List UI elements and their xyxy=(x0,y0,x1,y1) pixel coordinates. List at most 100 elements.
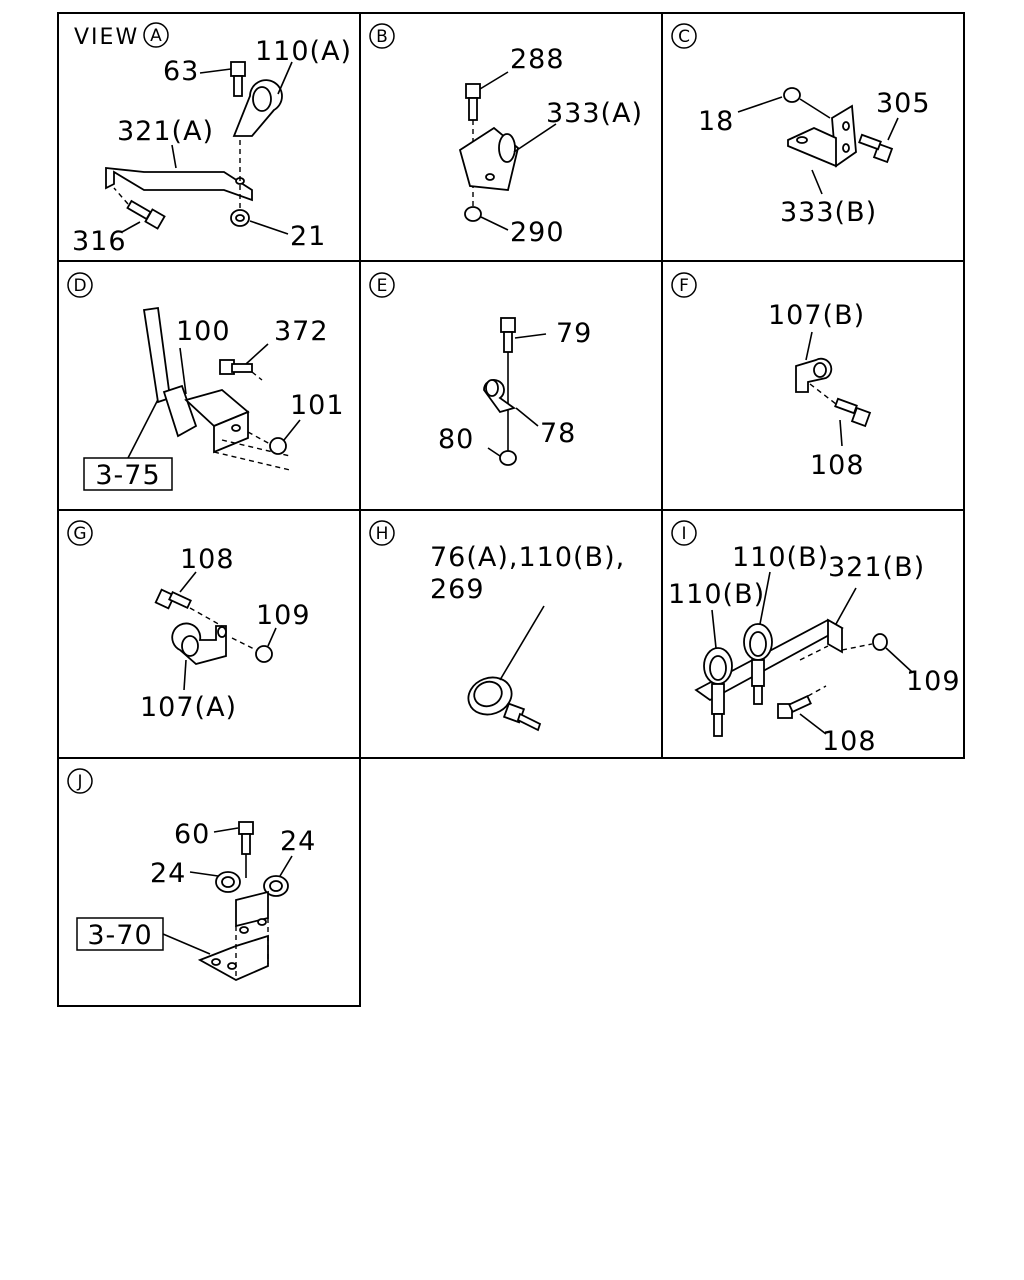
nut-21-icon xyxy=(230,209,289,235)
callout-24-right: 24 xyxy=(280,826,316,857)
callout-79: 79 xyxy=(556,318,592,349)
callout-107b: 107(B) xyxy=(768,300,865,331)
ref-3-75: 3-75 xyxy=(95,460,160,491)
callout-78: 78 xyxy=(540,418,576,449)
callout-290: 290 xyxy=(510,217,565,248)
panel-f: F 107(B) 108 xyxy=(671,272,872,481)
bolt-372-icon xyxy=(219,343,269,381)
callout-321a: 321(A) xyxy=(117,116,214,147)
panel-g-letter-badge: G xyxy=(67,520,93,546)
view-label: VIEW xyxy=(74,25,139,50)
callout-108-g: 108 xyxy=(180,544,235,575)
callout-109-g: 109 xyxy=(256,600,311,631)
callout-18: 18 xyxy=(698,106,734,137)
clip-110a-icon xyxy=(232,61,293,137)
callout-372: 372 xyxy=(274,316,329,347)
panel-i-letter: I xyxy=(681,524,686,544)
panel-g: G 108 109 107(A) xyxy=(67,520,311,723)
callout-269: 269 xyxy=(430,574,485,605)
panel-a-letter: A xyxy=(150,26,162,46)
panel-c-letter: C xyxy=(678,27,690,47)
panel-c: C 18 305 333(B) xyxy=(671,23,931,228)
clip-24-left-icon xyxy=(189,871,241,893)
callout-107a: 107(A) xyxy=(140,692,237,723)
bracket-333b-icon xyxy=(787,104,857,195)
bracket-321a-icon xyxy=(105,140,253,210)
nut-290-icon xyxy=(464,206,509,231)
clip-110b-right-icon xyxy=(743,571,773,705)
callout-333b: 333(B) xyxy=(780,197,877,228)
ref-3-70: 3-70 xyxy=(87,920,152,951)
callout-110b-lower: 110(B) xyxy=(668,579,765,610)
callout-76a-110b: 76(A),110(B), xyxy=(430,542,625,573)
panel-d-letter: D xyxy=(73,276,86,296)
panel-c-letter-badge: C xyxy=(671,23,697,49)
callout-101: 101 xyxy=(290,390,345,421)
panel-g-letter: G xyxy=(73,524,86,544)
panel-e-letter: E xyxy=(377,276,388,296)
ref-box-3-70: 3-70 xyxy=(76,917,211,955)
panel-f-letter-badge: F xyxy=(671,272,697,298)
bolt-108-i-icon xyxy=(777,685,827,735)
bolt-63-icon xyxy=(199,61,246,97)
bracket-321b-icon xyxy=(694,587,857,702)
panel-f-letter: F xyxy=(679,276,689,296)
nut-101-icon xyxy=(247,419,301,455)
panel-a-letter-badge: A xyxy=(143,22,169,48)
bolt-108-f-icon xyxy=(834,397,872,447)
callout-288: 288 xyxy=(510,44,565,75)
bracket-100-icon xyxy=(184,389,291,471)
panel-e-letter-badge: E xyxy=(369,272,395,298)
panel-j-letter: J xyxy=(76,772,82,792)
callout-21: 21 xyxy=(290,221,326,252)
panel-e: E 79 78 80 xyxy=(369,272,592,466)
panel-grid xyxy=(57,12,965,1007)
bolt-108-g-icon xyxy=(154,571,223,627)
clip-110b-left-icon xyxy=(703,609,733,737)
bolt-79-icon xyxy=(500,317,547,452)
panel-b-letter: B xyxy=(376,27,388,47)
callout-109-i: 109 xyxy=(906,666,961,697)
callout-108-i: 108 xyxy=(822,726,877,757)
panel-j: J 60 24 24 3-70 xyxy=(67,768,316,982)
callout-100: 100 xyxy=(176,316,231,347)
cable-tie-icon xyxy=(467,605,545,732)
callout-108-f: 108 xyxy=(810,450,865,481)
callout-110a: 110(A) xyxy=(255,36,352,67)
nut-109-g-icon xyxy=(231,627,277,663)
clip-24-right-icon xyxy=(263,855,293,897)
callout-63: 63 xyxy=(163,56,199,87)
panel-d-letter-badge: D xyxy=(67,272,93,298)
callout-321b: 321(B) xyxy=(828,552,925,583)
ref-box-3-75: 3-75 xyxy=(83,379,173,491)
callout-80: 80 xyxy=(438,424,474,455)
bolt-288-icon xyxy=(465,71,509,208)
callout-305: 305 xyxy=(876,88,931,119)
callout-60: 60 xyxy=(174,819,210,850)
callout-24-left: 24 xyxy=(150,858,186,889)
callout-316: 316 xyxy=(72,226,127,257)
panel-i-letter-badge: I xyxy=(671,520,697,546)
nut-80-icon xyxy=(487,447,517,466)
panel-b-letter-badge: B xyxy=(369,23,395,49)
panel-i: I 110(B) 321(B) 110(B) 109 108 xyxy=(668,520,961,757)
bolt-316-icon xyxy=(113,187,166,233)
panel-b: B 288 333(A) 290 xyxy=(369,23,643,248)
pipe-100-icon xyxy=(142,306,198,438)
panel-h: H 76(A),110(B), 269 xyxy=(369,520,625,732)
clip-107a-icon xyxy=(171,622,227,691)
panel-a: VIEW A 63 110(A) 321(A) 316 21 xyxy=(72,22,352,257)
nut-18-icon xyxy=(737,87,831,119)
nut-109-i-icon xyxy=(841,633,913,673)
bolt-305-icon xyxy=(858,117,899,164)
panel-h-letter: H xyxy=(376,524,389,544)
clip-78-icon xyxy=(483,379,539,427)
panel-h-letter-badge: H xyxy=(369,520,395,546)
callout-110b-upper: 110(B) xyxy=(732,542,829,573)
bolt-60-icon xyxy=(213,821,254,878)
callout-333a: 333(A) xyxy=(546,98,643,129)
panel-j-letter-badge: J xyxy=(67,768,93,794)
panel-d: D 100 372 101 3-75 xyxy=(67,272,345,491)
clip-107b-icon xyxy=(795,331,837,405)
